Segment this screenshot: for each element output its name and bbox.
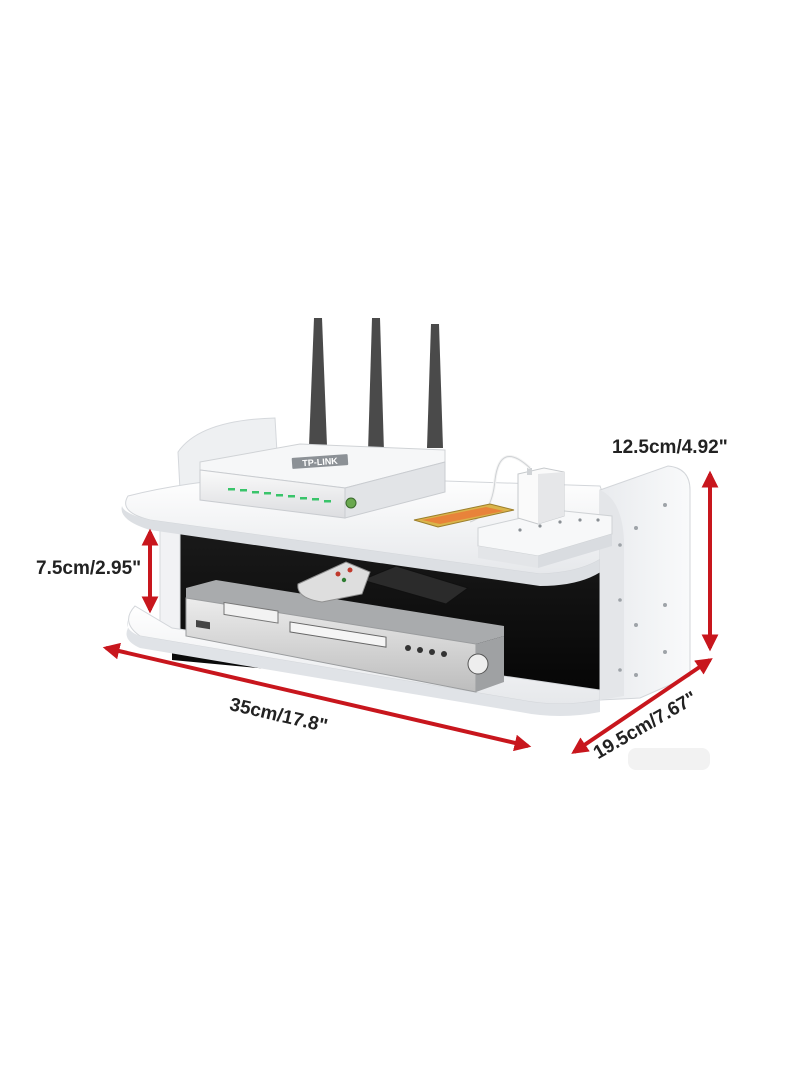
dimension-label-width: 35cm/17.8": [228, 694, 330, 737]
shelf-top-edge: [121, 506, 621, 586]
router-antennas: [309, 318, 443, 452]
router-brand-text: TP-LINK: [302, 456, 339, 468]
dvd-player-top: [186, 580, 504, 644]
dimension-label-total-height: 12.5cm/4.92": [612, 437, 728, 458]
power-strip-with-charger: [413, 455, 613, 568]
dvd-display: [223, 601, 279, 624]
wifi-router: TP-LINK: [199, 318, 446, 519]
router-brand-plate: [291, 454, 349, 469]
router-leds: [228, 488, 331, 503]
watermark-smudge: [628, 748, 710, 770]
dvd-disc-tray: [289, 621, 387, 648]
remote-light: [297, 561, 371, 603]
router-side: [344, 461, 446, 519]
shelf-bottom-edge: [126, 620, 600, 716]
remote-controls: [297, 561, 470, 605]
router-power-button: [345, 497, 357, 509]
remote-dark: [360, 565, 470, 605]
dimension-arrow-width: [102, 642, 532, 752]
dimension-arrow-depth: [571, 658, 713, 754]
dvd-volume-knob: [467, 653, 489, 675]
dimension-label-lower-height: 7.5cm/2.95": [36, 558, 141, 579]
